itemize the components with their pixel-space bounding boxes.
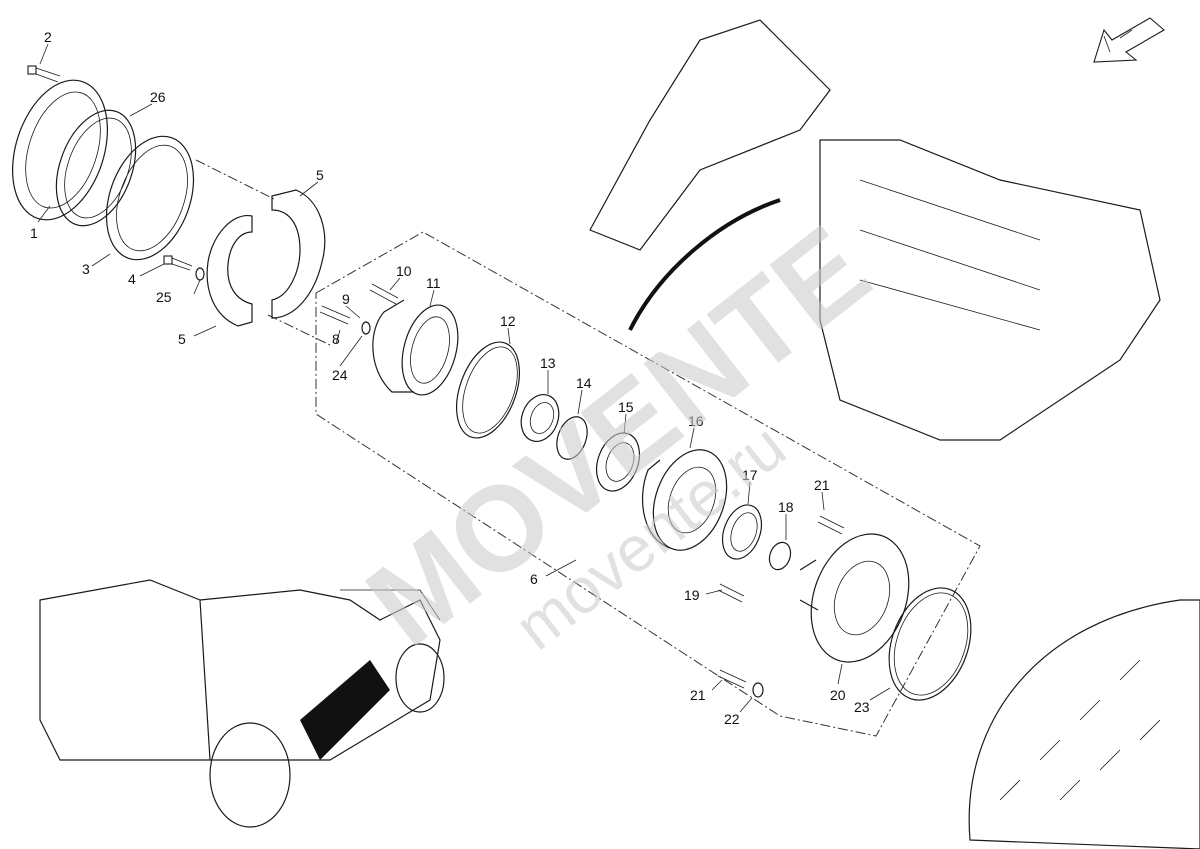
part-9-bolt bbox=[369, 283, 399, 305]
callout-13: 14 bbox=[576, 375, 592, 391]
part-4-bolt bbox=[163, 255, 205, 281]
part-20-bolt bbox=[817, 515, 845, 535]
callout-2: 2 bbox=[44, 29, 52, 45]
orientation-arrow-icon bbox=[1093, 17, 1165, 63]
callout-8: 9 bbox=[342, 291, 350, 307]
callout-5-top: 5 bbox=[316, 167, 324, 183]
callout-17: 18 bbox=[778, 499, 794, 515]
part-2-bolt bbox=[27, 65, 61, 83]
part-14-bearing bbox=[595, 432, 641, 492]
callout-4: 4 bbox=[128, 271, 136, 287]
callout-25: 25 bbox=[156, 289, 172, 305]
callout-15: 16 bbox=[688, 413, 704, 429]
part-15-hub bbox=[642, 449, 728, 551]
callout-20: 21 bbox=[814, 477, 830, 493]
callout-7: 8 bbox=[332, 331, 340, 347]
callout-14: 15 bbox=[618, 399, 634, 415]
callout-9: 10 bbox=[396, 263, 412, 279]
leader-lines bbox=[37, 43, 891, 713]
part-1-flange bbox=[12, 79, 108, 221]
machine-illustration bbox=[39, 579, 445, 828]
part-17-disc bbox=[768, 541, 792, 571]
callout-1: 1 bbox=[30, 225, 38, 241]
part-11-oring bbox=[456, 341, 520, 439]
callout-16: 17 bbox=[742, 467, 758, 483]
callout-19: 20 bbox=[830, 687, 846, 703]
part-16-seal bbox=[721, 504, 763, 560]
callouts: 2 26 1 3 4 5 5 25 10 11 9 8 24 12 13 14 … bbox=[30, 29, 870, 727]
drum-teeth bbox=[968, 599, 1200, 849]
part-12-bearing bbox=[520, 394, 560, 442]
callout-26: 26 bbox=[150, 89, 166, 105]
part-18-bolt bbox=[717, 583, 745, 603]
part-3-ring bbox=[105, 135, 195, 261]
part-13-ring bbox=[556, 416, 588, 460]
callout-5-bottom: 5 bbox=[178, 331, 186, 347]
callout-24: 24 bbox=[332, 367, 348, 383]
part-10-housing bbox=[372, 299, 459, 396]
callout-12: 13 bbox=[540, 355, 556, 371]
part-26-gasket bbox=[55, 109, 137, 227]
part-7-bolt bbox=[319, 305, 371, 335]
callout-23: 23 bbox=[854, 699, 870, 715]
part-19-flange bbox=[799, 533, 910, 663]
assembly-frame bbox=[195, 159, 981, 737]
drum-housing bbox=[589, 19, 1161, 441]
callout-22: 22 bbox=[724, 711, 740, 727]
part-23-oring bbox=[888, 587, 972, 701]
callout-3: 3 bbox=[82, 261, 90, 277]
callout-18: 19 bbox=[684, 587, 700, 603]
callout-21: 21 bbox=[690, 687, 706, 703]
part-21-bolt bbox=[717, 669, 764, 698]
callout-11: 12 bbox=[500, 313, 516, 329]
callout-10: 11 bbox=[426, 275, 441, 291]
part-5-plates bbox=[206, 189, 326, 327]
callout-6: 6 bbox=[530, 571, 538, 587]
